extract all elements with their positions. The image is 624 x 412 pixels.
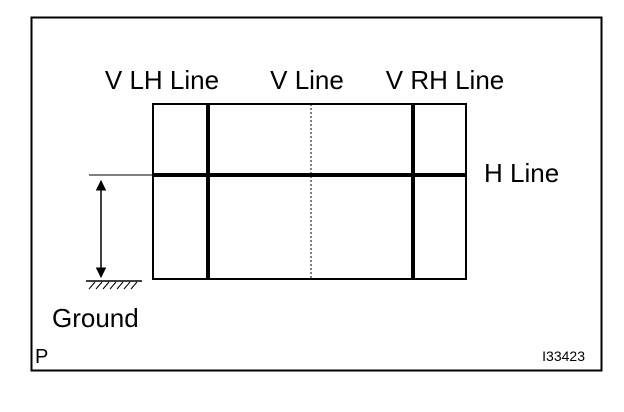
corner-letter: P bbox=[35, 346, 48, 368]
ground-label: Ground bbox=[52, 303, 139, 333]
ground-symbol bbox=[86, 280, 142, 290]
figure-code: I33423 bbox=[542, 348, 585, 364]
outer-frame bbox=[30, 16, 603, 372]
v-line-label: V Line bbox=[270, 65, 344, 95]
screen-rectangle bbox=[152, 103, 467, 280]
h-line-label: H Line bbox=[484, 158, 559, 188]
v-lh-line-label: V LH Line bbox=[105, 65, 219, 95]
v-rh-line-label: V RH Line bbox=[386, 65, 505, 95]
